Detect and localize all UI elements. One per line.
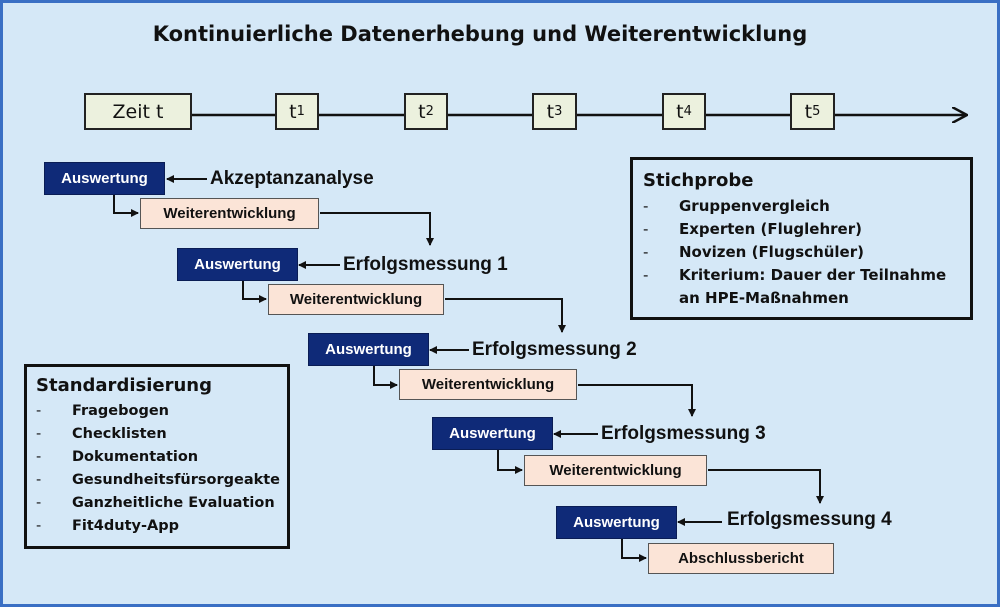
sample-item: - Kriterium: Dauer der Teilnahme an HPE-M… [643, 264, 970, 310]
timepoint-base: t [289, 100, 297, 123]
arrow-eval-0 [113, 195, 139, 217]
standard-item: - Fit4duty-App [36, 515, 287, 538]
sample-item: - Novizen (Flugschüler) [643, 241, 970, 264]
arrow-next-0 [320, 212, 434, 246]
input-label-4: Erfolgsmessung 4 [727, 509, 892, 530]
bullet: - [643, 197, 649, 215]
bullet: - [36, 449, 42, 465]
bullet: - [643, 243, 649, 261]
input-label-2: Erfolgsmessung 2 [472, 339, 637, 360]
final-report-box: Abschlussbericht [648, 543, 834, 574]
timepoint-base: t [546, 100, 555, 123]
standard-item-text: Ganzheitliche Evaluation [72, 495, 275, 511]
development-box-0: Weiterentwicklung [140, 198, 319, 229]
evaluation-box-0: Auswertung [44, 162, 165, 195]
timepoint-base: t [418, 100, 426, 123]
timepoint-sub: 3 [554, 104, 563, 119]
evaluation-box-3: Auswertung [432, 417, 553, 450]
bullet: - [643, 220, 649, 238]
standardization-box: Standardisierung - Fragebogen - Checkliste… [24, 364, 290, 549]
sample-box: Stichprobe - Gruppenvergleich - Experten (… [630, 157, 973, 320]
evaluation-box-4: Auswertung [556, 506, 677, 539]
arrow-eval-2 [373, 366, 398, 389]
arrow-next-2 [578, 384, 696, 417]
standard-item-text: Fragebogen [72, 403, 170, 419]
sample-item-text: Novizen (Flugschüler) [679, 243, 864, 261]
standard-item-text: Dokumentation [72, 449, 199, 465]
input-label-1: Erfolgsmessung 1 [343, 254, 508, 275]
bullet: - [36, 426, 42, 442]
development-box-3: Weiterentwicklung [524, 455, 707, 486]
timepoint-sub: 2 [425, 104, 434, 119]
standardization-heading: Standardisierung [36, 375, 212, 396]
bullet: - [36, 472, 42, 488]
timepoint-base: t [676, 100, 684, 123]
input-label-3: Erfolgsmessung 3 [601, 423, 766, 444]
development-box-1: Weiterentwicklung [268, 284, 444, 315]
bullet: - [36, 495, 42, 511]
standard-item: - Dokumentation [36, 446, 287, 469]
diagram-title: Kontinuierliche Datenerhebung und Weiter… [152, 22, 808, 46]
timepoint-sub: 5 [812, 104, 821, 119]
standard-item-text: Gesundheitsfürsorgeakte [72, 472, 281, 488]
timeline-start-box: Zeit t [84, 93, 192, 130]
standard-item-text: Fit4duty-App [72, 518, 179, 534]
sample-item: - Gruppenvergleich [643, 195, 970, 218]
development-box-2: Weiterentwicklung [399, 369, 577, 400]
evaluation-box-2: Auswertung [308, 333, 429, 366]
input-label-0: Akzeptanzanalyse [210, 168, 374, 189]
standard-item: - Checklisten [36, 423, 287, 446]
arrow-next-1 [445, 298, 566, 333]
standard-item: - Gesundheitsfürsorgeakte [36, 469, 287, 492]
timepoint-sub: 4 [683, 104, 692, 119]
arrow-eval-3 [497, 450, 523, 474]
bullet: - [36, 518, 42, 534]
timeline-start-label: Zeit t [112, 100, 164, 123]
sample-item-text: Experten (Fluglehrer) [679, 220, 862, 238]
timepoint-base: t [804, 100, 813, 123]
standard-item: - Ganzheitliche Evaluation [36, 492, 287, 515]
arrow-eval-4 [621, 539, 647, 562]
arrow-next-3 [708, 469, 824, 504]
sample-item: - Experten (Fluglehrer) [643, 218, 970, 241]
bullet: - [36, 403, 42, 419]
sample-item-text: Kriterium: Dauer der Teilnahme an HPE-Ma… [679, 266, 947, 307]
arrow-eval-1 [242, 281, 267, 303]
bullet: - [643, 266, 649, 284]
standard-item-text: Checklisten [72, 426, 167, 442]
sample-heading: Stichprobe [643, 170, 754, 191]
sample-item-text: Gruppenvergleich [679, 197, 830, 215]
timepoint-sub: 1 [296, 104, 305, 119]
standard-item: - Fragebogen [36, 400, 287, 423]
evaluation-box-1: Auswertung [177, 248, 298, 281]
